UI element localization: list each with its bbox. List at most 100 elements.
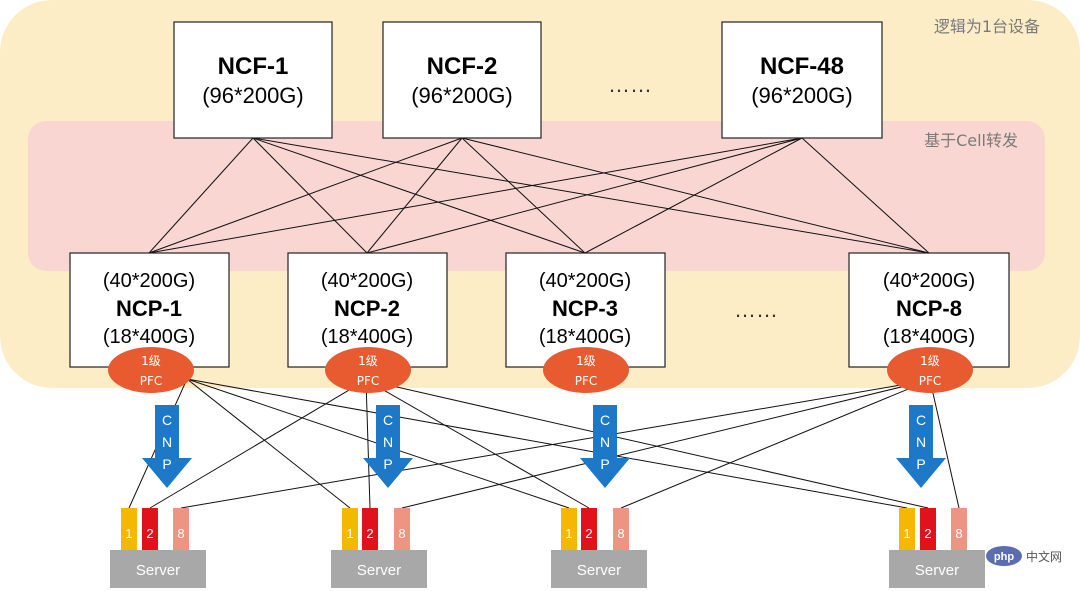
server-link xyxy=(365,379,371,509)
ncp-ellipsis: …… xyxy=(734,297,778,322)
cnp-arrow-shape xyxy=(142,405,192,488)
cnp-arrow-shape xyxy=(580,405,630,488)
watermark: php 中文网 xyxy=(986,546,1062,566)
ncp-downlink: (18*400G) xyxy=(539,326,631,348)
server-label: Server xyxy=(577,562,621,579)
cell-forwarding-label: 基于Cell转发 xyxy=(924,131,1018,150)
server-link xyxy=(929,379,960,509)
pfc-level: 1级 xyxy=(141,354,161,368)
server-group: 1 2 8 Server xyxy=(331,508,427,588)
nic-label: 8 xyxy=(955,526,962,541)
nic-label: 8 xyxy=(617,526,624,541)
links-layer xyxy=(128,137,960,509)
pfc-ellipse xyxy=(543,347,629,393)
nic-port-1 xyxy=(121,508,137,550)
server-link xyxy=(149,379,367,509)
nic-port-8 xyxy=(173,508,189,550)
fabric-link xyxy=(801,137,930,254)
nic-port-8 xyxy=(951,508,967,550)
cnp-letter: C xyxy=(916,412,926,428)
nic-port-2 xyxy=(362,508,378,550)
ncf-box xyxy=(721,21,883,139)
fabric-link xyxy=(148,137,803,254)
server-box xyxy=(889,550,985,588)
ncf-switch: NCF-1 (96*200G) xyxy=(173,21,333,139)
nic-port-2 xyxy=(920,508,936,550)
cnp-arrow: C N P xyxy=(580,405,630,488)
cnp-letter: P xyxy=(162,456,171,472)
pfc-ellipse xyxy=(887,347,973,393)
ncp-downlink: (18*400G) xyxy=(103,326,195,348)
ncp-uplink: (40*200G) xyxy=(103,270,195,292)
nic-label: 2 xyxy=(366,526,373,541)
cnp-arrow-shape xyxy=(896,405,946,488)
server-link xyxy=(365,379,590,509)
server-link xyxy=(186,378,908,509)
pfc-badge: 1级 PFC xyxy=(108,347,194,393)
ncp-uplink: (40*200G) xyxy=(883,270,975,292)
nic-label: 8 xyxy=(177,526,184,541)
cnp-letter: C xyxy=(162,412,172,428)
server-link xyxy=(180,379,931,509)
ncf-capacity: (96*200G) xyxy=(751,83,853,108)
ncf-capacity: (96*200G) xyxy=(411,83,513,108)
ncf-box xyxy=(382,21,542,139)
ncp-downlink: (18*400G) xyxy=(321,326,413,348)
pfc-ellipse xyxy=(108,347,194,393)
nic-label: 1 xyxy=(346,526,353,541)
fabric-link xyxy=(148,137,463,254)
server-link xyxy=(186,378,351,509)
logical-device-label: 逻辑为1台设备 xyxy=(934,17,1040,36)
ncf-switch: NCF-2 (96*200G) xyxy=(382,21,542,139)
nic-label: 1 xyxy=(125,526,132,541)
pfc-label: PFC xyxy=(140,374,163,388)
server-link xyxy=(365,379,929,509)
ncp-name: NCP-8 xyxy=(896,296,962,321)
ncp-switch: (40*200G) NCP-3 (18*400G) xyxy=(505,252,666,368)
cnp-letter: P xyxy=(600,456,609,472)
fabric-link xyxy=(252,137,368,254)
ncf-capacity: (96*200G) xyxy=(202,83,304,108)
pfc-badge: 1级 PFC xyxy=(543,347,629,393)
nic-label: 2 xyxy=(146,526,153,541)
fabric-link xyxy=(366,137,803,254)
nic-port-2 xyxy=(142,508,158,550)
nic-port-1 xyxy=(899,508,915,550)
server-link xyxy=(620,379,931,509)
ncp-switch: (40*200G) NCP-2 (18*400G) xyxy=(287,252,448,368)
server-box xyxy=(331,550,427,588)
server-label: Server xyxy=(357,562,401,579)
watermark-text: 中文网 xyxy=(1026,549,1062,564)
ncp-box xyxy=(505,252,666,368)
pfc-badge: 1级 PFC xyxy=(887,347,973,393)
ncp-uplink: (40*200G) xyxy=(321,270,413,292)
ncp-name: NCP-2 xyxy=(334,296,400,321)
nic-port-1 xyxy=(561,508,577,550)
ncf-switch: NCF-48 (96*200G) xyxy=(721,21,883,139)
ncp-downlink: (18*400G) xyxy=(883,326,975,348)
cnp-letter: P xyxy=(916,456,925,472)
nic-label: 2 xyxy=(924,526,931,541)
fabric-link xyxy=(252,137,930,254)
cnp-letter: C xyxy=(383,412,393,428)
fabric-link xyxy=(366,137,463,254)
pfc-ellipse xyxy=(325,347,411,393)
server-link xyxy=(401,379,931,509)
ncp-name: NCP-3 xyxy=(552,296,618,321)
server-group: 1 2 8 Server xyxy=(551,508,647,588)
nic-label: 1 xyxy=(903,526,910,541)
fabric-link xyxy=(461,137,930,254)
nic-port-8 xyxy=(394,508,410,550)
ncf-box xyxy=(173,21,333,139)
cnp-arrow: C N P xyxy=(363,405,413,488)
watermark-badge-text: php xyxy=(994,551,1014,563)
nic-port-1 xyxy=(342,508,358,550)
cnp-letter: N xyxy=(383,434,393,450)
cnp-letter: C xyxy=(600,412,610,428)
nic-label: 1 xyxy=(565,526,572,541)
server-label: Server xyxy=(136,562,180,579)
cnp-arrow: C N P xyxy=(142,405,192,488)
ncf-name: NCF-48 xyxy=(760,53,844,80)
nic-port-8 xyxy=(613,508,629,550)
